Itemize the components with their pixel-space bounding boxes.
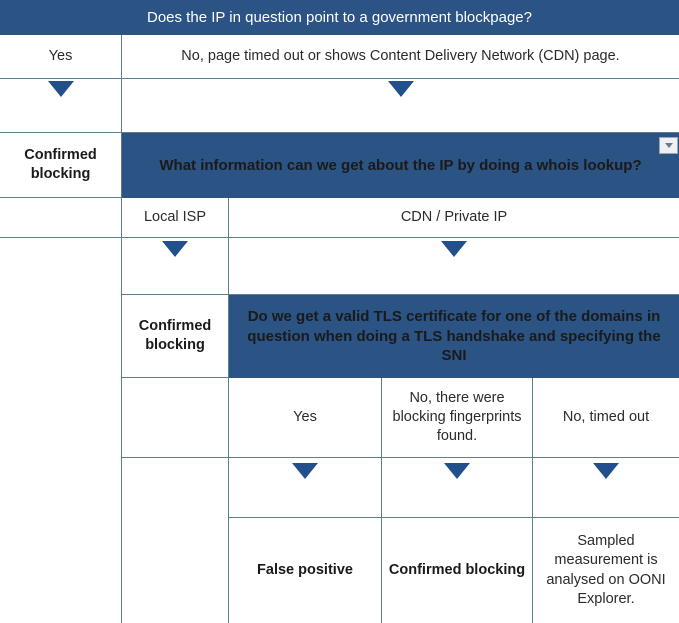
down-arrow-icon bbox=[444, 462, 470, 497]
empty-mid-3 bbox=[122, 518, 229, 623]
answer-local-isp: Local ISP bbox=[122, 198, 229, 238]
question-2-banner: What information can we get about the IP… bbox=[122, 133, 679, 198]
chevron-down-icon[interactable] bbox=[659, 137, 678, 154]
answer-yes-label: Yes bbox=[48, 47, 73, 64]
question-1-text: Does the IP in question point to a gover… bbox=[147, 8, 532, 26]
arrow-cell-tls-timeout bbox=[533, 458, 679, 518]
empty-left-5 bbox=[0, 458, 122, 518]
answer-local-isp-label: Local ISP bbox=[143, 208, 207, 225]
question-2-text: What information can we get about the IP… bbox=[159, 156, 642, 174]
arrow-cell-tls-fingerprints bbox=[382, 458, 533, 518]
empty-left-6 bbox=[0, 518, 122, 623]
question-1-banner: Does the IP in question point to a gover… bbox=[0, 0, 679, 35]
arrow-cell-local-isp bbox=[122, 238, 229, 295]
question-3-banner: Do we get a valid TLS certificate for on… bbox=[229, 295, 679, 378]
empty-left-2 bbox=[0, 238, 122, 295]
answer-tls-yes: Yes bbox=[229, 378, 382, 458]
answer-tls-timeout: No, timed out bbox=[533, 378, 679, 458]
answer-no-blockpage: No, page timed out or shows Content Deli… bbox=[122, 35, 679, 79]
outcome-confirmed-blocking-1: Confirmed blocking bbox=[0, 133, 122, 198]
empty-left-1 bbox=[0, 198, 122, 238]
down-arrow-icon bbox=[292, 462, 318, 497]
question-3-text: Do we get a valid TLS certificate for on… bbox=[247, 307, 661, 365]
arrow-cell-tls-yes bbox=[229, 458, 382, 518]
outcome-confirmed-blocking-2-label: Confirmed blocking bbox=[138, 317, 212, 353]
outcome-confirmed-blocking-2: Confirmed blocking bbox=[122, 295, 229, 378]
answer-no-label: No, page timed out or shows Content Deli… bbox=[181, 47, 620, 64]
empty-mid-2 bbox=[122, 458, 229, 518]
down-arrow-icon bbox=[162, 241, 188, 275]
down-arrow-icon bbox=[47, 80, 74, 115]
answer-yes-blockpage: Yes bbox=[0, 35, 122, 79]
down-arrow-icon bbox=[387, 80, 414, 115]
answer-tls-fingerprints-label: No, there were blocking fingerprints fou… bbox=[392, 389, 522, 445]
answer-cdn-private-ip: CDN / Private IP bbox=[229, 198, 679, 238]
empty-mid-1 bbox=[122, 378, 229, 458]
arrow-cell-no-1 bbox=[122, 79, 679, 133]
empty-left-3 bbox=[0, 295, 122, 378]
chevron-down-glyph bbox=[664, 143, 673, 148]
arrow-cell-yes-1 bbox=[0, 79, 122, 133]
outcome-confirmed-blocking-3-label: Confirmed blocking bbox=[388, 561, 526, 578]
answer-tls-fingerprints: No, there were blocking fingerprints fou… bbox=[382, 378, 533, 458]
outcome-confirmed-blocking-3: Confirmed blocking bbox=[382, 518, 533, 623]
answer-tls-yes-label: Yes bbox=[293, 408, 317, 425]
down-arrow-icon bbox=[441, 241, 467, 275]
answer-tls-timeout-label: No, timed out bbox=[562, 408, 650, 425]
outcome-false-positive-label: False positive bbox=[257, 561, 353, 578]
answer-cdn-private-ip-label: CDN / Private IP bbox=[400, 208, 508, 225]
down-arrow-icon bbox=[593, 462, 619, 497]
outcome-false-positive: False positive bbox=[229, 518, 382, 623]
arrow-cell-cdn bbox=[229, 238, 679, 295]
outcome-sampled-measurement-label: Sampled measurement is analysed on OONI … bbox=[546, 533, 666, 607]
outcome-confirmed-blocking-1-label: Confirmed blocking bbox=[24, 146, 97, 182]
outcome-sampled-measurement: Sampled measurement is analysed on OONI … bbox=[533, 518, 679, 623]
empty-left-4 bbox=[0, 378, 122, 458]
